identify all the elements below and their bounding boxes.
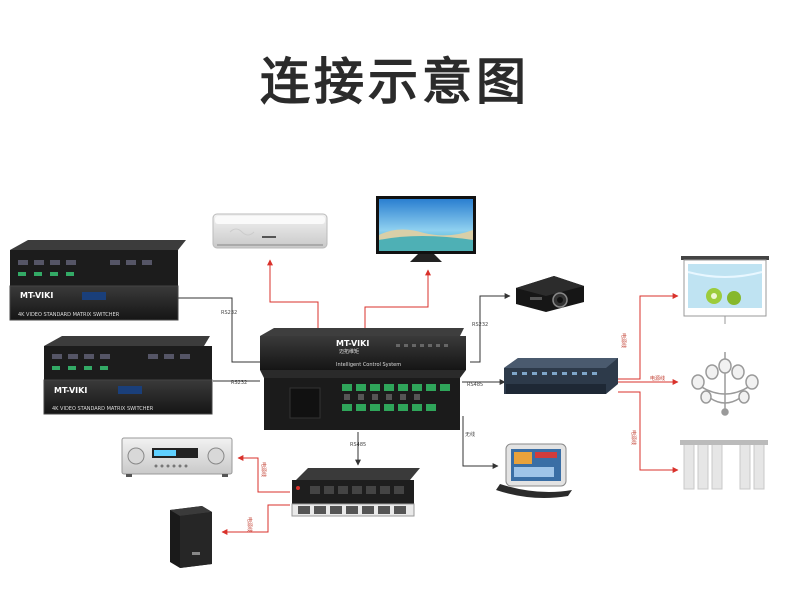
label-bottom-matrix-link: RS232 bbox=[231, 380, 247, 386]
matrix-bottom-brand: MT-VIKI bbox=[54, 386, 87, 395]
label-screen-link: 电源线 bbox=[620, 333, 627, 348]
line-curtain bbox=[618, 391, 679, 473]
matrix-switcher-top-icon: MT-VIKI 4K VIDEO STANDARD MATRIX SWITCHE… bbox=[9, 240, 186, 321]
label-top-matrix-link: RS232 bbox=[221, 310, 237, 316]
line-top-matrix bbox=[178, 297, 260, 363]
line-speaker bbox=[221, 504, 290, 535]
line-touch-panel bbox=[462, 416, 499, 469]
page-title: 连接示意图 bbox=[260, 53, 530, 111]
matrix-top-brand: MT-VIKI bbox=[20, 291, 53, 300]
label-speaker-link: 电源线 bbox=[246, 517, 253, 532]
line-amplifier bbox=[237, 455, 290, 493]
line-air-conditioner bbox=[267, 259, 319, 336]
matrix-bottom-caption: 4K VIDEO STANDARD MATRIX SWITCHER bbox=[52, 406, 154, 412]
connection-lines bbox=[178, 259, 679, 535]
matrix-switcher-bottom-icon: MT-VIKI 4K VIDEO STANDARD MATRIX SWITCHE… bbox=[43, 336, 213, 415]
label-power-link: RS485 bbox=[350, 442, 366, 448]
matrix-top-caption: 4K VIDEO STANDARD MATRIX SWITCHER bbox=[18, 312, 120, 318]
tv-icon bbox=[376, 196, 476, 262]
projection-screen-icon bbox=[681, 256, 769, 324]
central-caption: Intelligent Control System bbox=[336, 362, 401, 368]
amplifier-icon bbox=[121, 437, 233, 477]
line-screen bbox=[618, 293, 679, 380]
label-lamp-link: 电源线 bbox=[650, 375, 665, 382]
label-amplifier-link: 电源线 bbox=[260, 462, 267, 477]
touch-panel-icon bbox=[496, 443, 572, 498]
line-tv bbox=[364, 269, 431, 330]
curtain-icon bbox=[680, 440, 768, 490]
air-conditioner-icon bbox=[212, 213, 328, 249]
central-control-host-icon: MT-VIKI 迈拓维矩 Intelligent Control System bbox=[260, 328, 466, 430]
line-projector bbox=[470, 293, 511, 363]
label-relay-link: RS485 bbox=[467, 382, 483, 388]
central-brand: MT-VIKI bbox=[336, 339, 369, 348]
chandelier-icon bbox=[691, 352, 759, 416]
projector-icon bbox=[516, 276, 584, 312]
power-sequencer-icon bbox=[291, 468, 420, 517]
relay-module-icon bbox=[504, 358, 618, 394]
label-touch-link: 无线 bbox=[465, 431, 475, 438]
label-projector-link: RS232 bbox=[472, 322, 488, 328]
label-curtain-link: 电源线 bbox=[630, 430, 637, 445]
central-brand-sub: 迈拓维矩 bbox=[339, 348, 359, 355]
speaker-icon bbox=[170, 506, 212, 568]
